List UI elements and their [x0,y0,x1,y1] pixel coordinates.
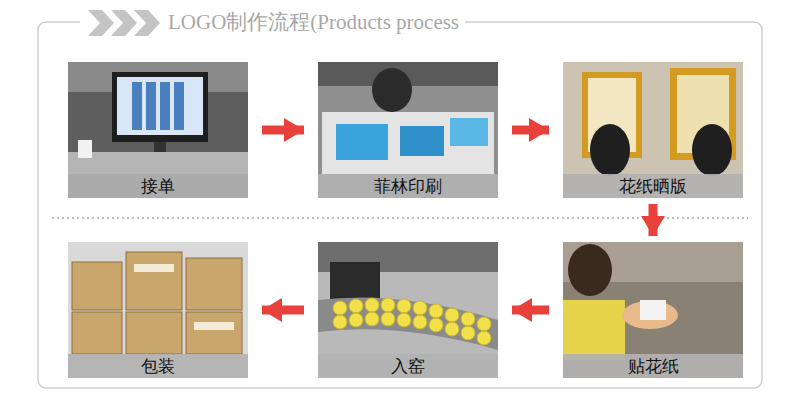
photo-ground [563,62,743,198]
flow-arrow [262,306,304,315]
hands [622,301,678,329]
worker [372,68,412,112]
film-sheet [450,118,488,146]
step-label: 贴花纸 [628,358,679,375]
cup [640,300,666,320]
photo-packing [68,242,248,378]
flow-arrow [262,126,304,135]
table [322,112,494,174]
film-sheet [400,126,444,156]
process-step: 菲林印刷 [318,62,498,198]
process-step: 贴花纸 [563,242,743,378]
step-label: 花纸晒版 [619,178,687,195]
monitor [112,72,208,142]
photo-ground [318,62,498,198]
flow-arrow [512,126,549,135]
step-label: 包装 [141,358,175,375]
step-label: 菲林印刷 [374,178,442,195]
chevron [111,10,137,36]
screen [117,77,203,135]
chevron [134,10,160,36]
film-sheet [336,124,388,160]
photo-ground [563,242,743,378]
photo-screen-plate [563,62,743,198]
caption-bar: 包装 [68,354,248,378]
screen-window [174,82,184,130]
worker [590,124,630,176]
flow-arrow [512,306,549,315]
screen-window [146,82,156,130]
chevron [88,10,114,36]
desk [68,152,248,174]
cups [333,298,491,345]
frame-gap [80,8,164,38]
hair [568,244,612,296]
process-step: 花纸晒版 [563,62,743,198]
caption-bar: 贴花纸 [563,354,743,378]
step-label: 接单 [141,178,175,195]
photo-office [68,62,248,198]
photo-decal [563,242,743,378]
screen-window [132,82,142,130]
photo-ground [68,242,248,378]
caption-bar: 入窑 [318,354,498,378]
photo-ground [68,62,248,198]
cartons [72,252,242,354]
row-divider [52,217,748,219]
carton-label [134,264,174,272]
caption-bar: 接单 [68,174,248,198]
diagram-title: LOGO制作流程(Products process [162,8,465,36]
title-chevrons [88,10,160,36]
worker [692,124,732,176]
process-step: 包装 [68,242,248,378]
conveyor [318,298,498,351]
mug [78,140,92,158]
step-label: 入窑 [391,358,425,375]
photo-film-printing [318,62,498,198]
caption-bar: 菲林印刷 [318,174,498,198]
screen-window [160,82,170,130]
process-step: 入窑 [318,242,498,378]
carton-label [194,322,234,330]
outer-frame [38,22,762,388]
shirt [563,300,625,360]
photo-ground [318,242,498,378]
photo-kiln [318,242,498,378]
caption-bar: 花纸晒版 [563,174,743,198]
flow-arrow [649,204,658,236]
process-step: 接单 [68,62,248,198]
